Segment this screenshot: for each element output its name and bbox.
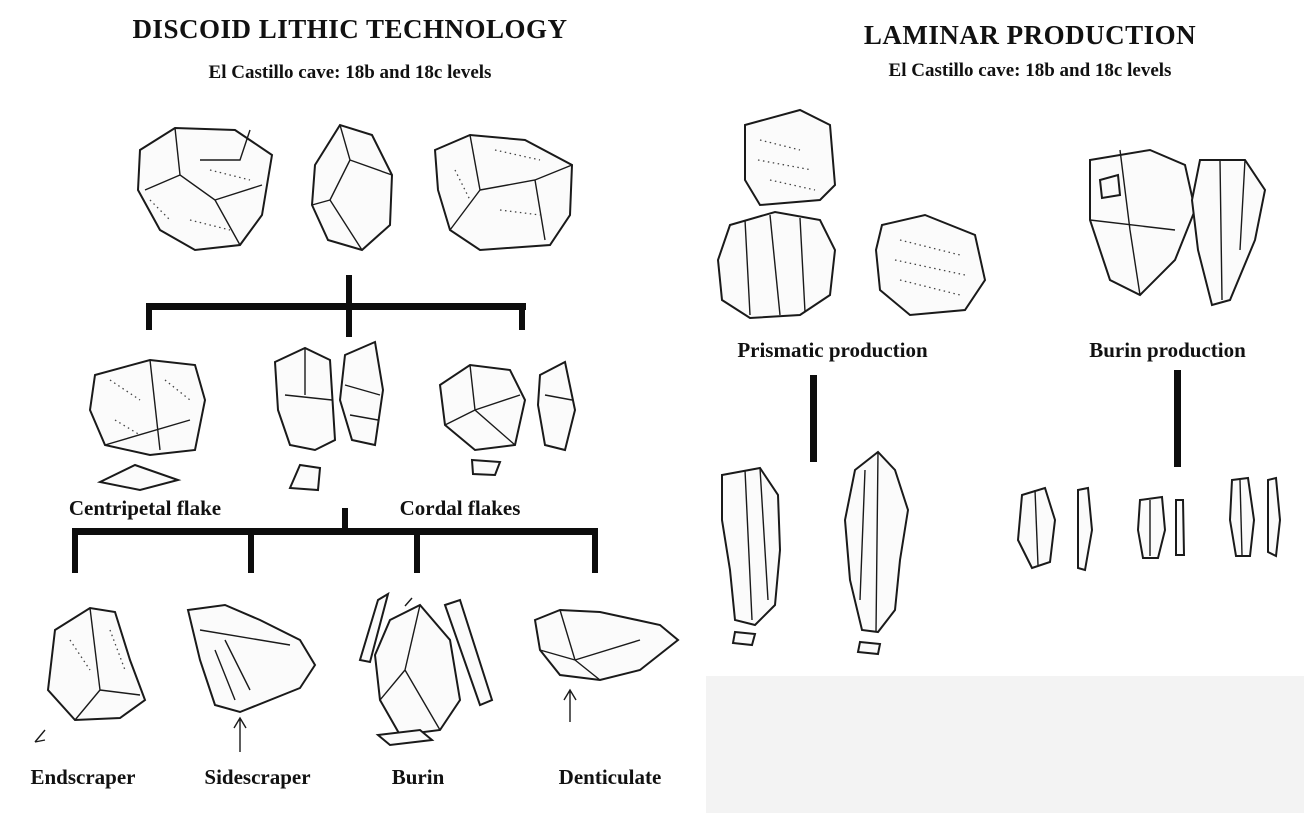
label-burin: Burin [378, 765, 458, 790]
burin-drawing [360, 594, 492, 745]
centripetal-flake-drawing [90, 360, 205, 490]
discoid-core-1 [138, 128, 272, 250]
label-burin-production: Burin production [1075, 338, 1260, 363]
endscraper-drawing [35, 608, 145, 742]
bladelet-pair-2 [1138, 497, 1184, 558]
prismatic-blade-1 [722, 468, 780, 645]
burin-core-2 [1192, 160, 1265, 305]
label-prismatic-production: Prismatic production [720, 338, 945, 363]
prismatic-blade-2 [845, 452, 908, 654]
bladelet-pair-1 [1018, 488, 1092, 570]
label-cordal-flakes: Cordal flakes [385, 496, 535, 521]
label-centripetal-flake: Centripetal flake [55, 496, 235, 521]
prismatic-core-top [745, 110, 835, 205]
burin-core-1 [1090, 150, 1195, 295]
discoid-core-2 [312, 125, 392, 250]
cordal-flakes-drawing-2 [440, 362, 575, 475]
bladelet-pair-3 [1230, 478, 1280, 556]
discoid-core-3 [435, 135, 572, 250]
denticulate-drawing [535, 610, 678, 722]
label-sidescraper: Sidescraper [190, 765, 325, 790]
label-denticulate: Denticulate [545, 765, 675, 790]
cordal-flakes-drawing-1 [275, 342, 383, 490]
sidescraper-drawing [188, 605, 315, 752]
prismatic-core-right [876, 215, 985, 315]
prismatic-core-left [718, 212, 835, 318]
label-endscraper: Endscraper [18, 765, 148, 790]
